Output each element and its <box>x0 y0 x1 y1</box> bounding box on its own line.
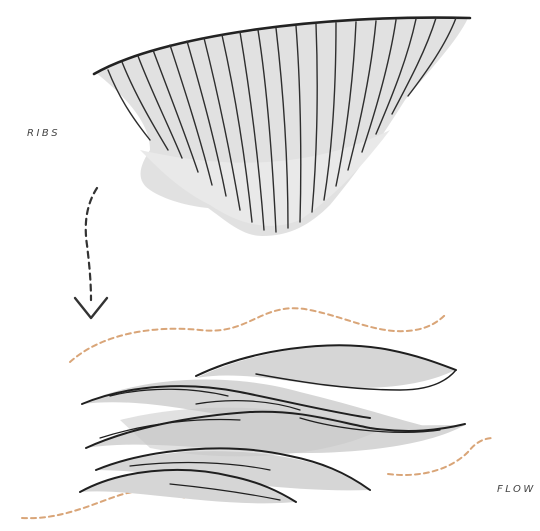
flow-sketch <box>22 308 494 518</box>
ribs-sketch <box>94 17 470 236</box>
arrow-shaft <box>86 188 97 300</box>
flow-label: FLOW <box>497 484 536 495</box>
ribs-label: RIBS <box>27 128 60 139</box>
dashed-down-arrow-icon <box>75 188 107 318</box>
